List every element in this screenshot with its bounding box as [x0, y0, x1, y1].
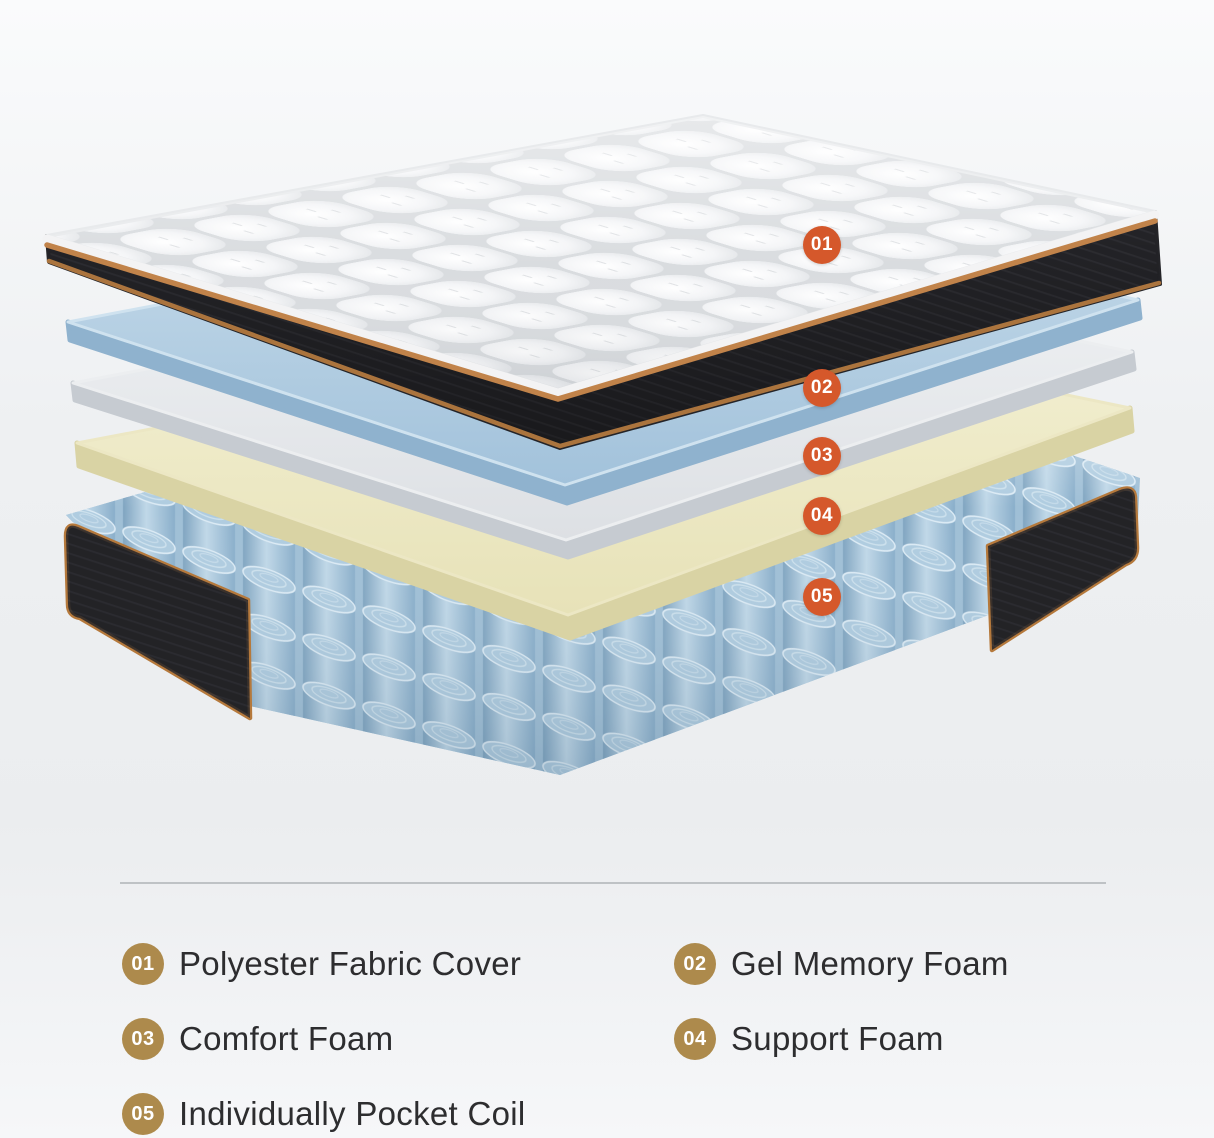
legend-label: Polyester Fabric Cover: [179, 945, 522, 982]
legend-item-support-foam: 04 Support Foam: [674, 1018, 1162, 1060]
callout-badge-01: 01: [803, 226, 841, 264]
legend-badge-02: 02: [674, 943, 716, 985]
legend-label: Support Foam: [731, 1020, 944, 1057]
legend-label: Individually Pocket Coil: [179, 1095, 526, 1132]
mattress-top-piping: [44, 218, 1158, 402]
legend: 01 Polyester Fabric Cover 02 Gel Memory …: [122, 943, 1162, 1135]
callout-number: 01: [810, 234, 834, 255]
mattress-bottom-piping: [46, 258, 1162, 449]
callout-number: 05: [810, 586, 834, 607]
callout-number: 04: [810, 505, 834, 526]
callout-number: 03: [810, 445, 834, 466]
legend-item-comfort-foam: 03 Comfort Foam: [122, 1018, 674, 1060]
legend-badge-04: 04: [674, 1018, 716, 1060]
legend-badge-01: 01: [122, 943, 164, 985]
legend-divider: [120, 882, 1106, 884]
legend-label: Gel Memory Foam: [731, 945, 1009, 982]
callout-badge-04: 04: [803, 497, 841, 535]
mattress-seam-white: [42, 210, 1160, 398]
legend-item-individually-pocket-coil: 05 Individually Pocket Coil: [122, 1093, 674, 1135]
legend-badge-03: 03: [122, 1018, 164, 1060]
legend-badge-05: 05: [122, 1093, 164, 1135]
callout-badge-05: 05: [803, 578, 841, 616]
legend-item-polyester-fabric-cover: 01 Polyester Fabric Cover: [122, 943, 674, 985]
callout-badge-03: 03: [803, 437, 841, 475]
legend-label: Comfort Foam: [179, 1020, 394, 1057]
callout-badge-02: 02: [803, 369, 841, 407]
legend-item-gel-memory-foam: 02 Gel Memory Foam: [674, 943, 1162, 985]
layer-01-mattress-top: [42, 114, 1162, 450]
callout-number: 02: [810, 377, 834, 398]
